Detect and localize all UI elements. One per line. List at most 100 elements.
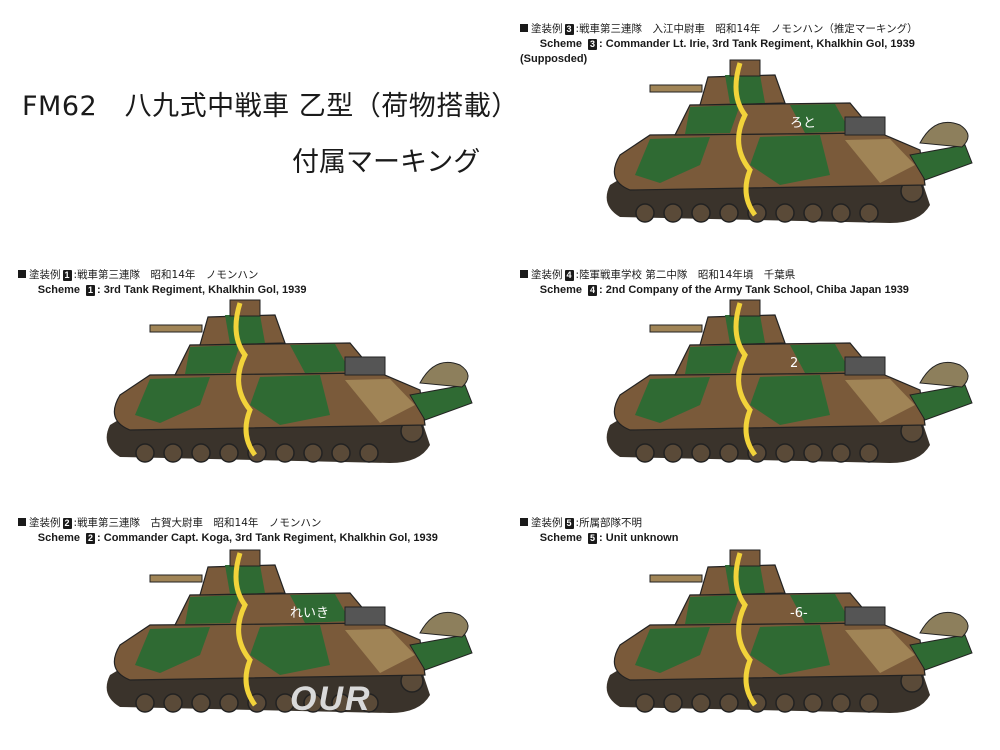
road-wheel bbox=[191, 693, 211, 713]
road-wheel bbox=[163, 443, 183, 463]
road-wheel bbox=[275, 443, 295, 463]
yellow-stripe bbox=[733, 62, 758, 217]
road-wheel bbox=[219, 693, 239, 713]
road-wheel bbox=[859, 693, 879, 713]
main-gun bbox=[649, 574, 703, 583]
engine-grille bbox=[844, 606, 886, 626]
main-gun bbox=[149, 324, 203, 333]
bullet-square-icon bbox=[520, 518, 528, 526]
bullet-square-icon bbox=[18, 518, 26, 526]
camo-patch bbox=[250, 625, 330, 675]
camo-patch bbox=[685, 595, 740, 624]
road-wheel bbox=[331, 443, 351, 463]
road-wheel bbox=[303, 443, 323, 463]
tail-skid bbox=[409, 634, 473, 671]
road-wheel bbox=[275, 693, 295, 713]
road-wheel bbox=[359, 693, 379, 713]
engine-grille bbox=[844, 356, 886, 376]
camo-patch bbox=[750, 625, 830, 675]
road-wheel bbox=[135, 693, 155, 713]
camo-patch bbox=[845, 379, 915, 423]
road-wheel bbox=[831, 443, 851, 463]
road-wheel bbox=[163, 693, 183, 713]
road-wheel bbox=[859, 203, 879, 223]
road-wheel bbox=[719, 203, 739, 223]
tank-illustration-scheme-1 bbox=[106, 299, 473, 463]
road-wheel bbox=[219, 443, 239, 463]
tail-skid bbox=[909, 384, 973, 421]
camo-patch bbox=[345, 629, 415, 673]
camo-patch bbox=[750, 375, 830, 425]
road-wheel bbox=[775, 693, 795, 713]
camo-patch bbox=[685, 345, 740, 374]
page-title: FM62 八九式中戦車 乙型（荷物搭載） bbox=[22, 91, 519, 122]
camo-patch bbox=[725, 75, 765, 104]
camo-patch bbox=[135, 377, 210, 423]
watermark: OUR bbox=[290, 680, 372, 718]
bullet-square-icon bbox=[18, 270, 26, 278]
bullet-square-icon bbox=[520, 270, 528, 278]
engine-grille bbox=[844, 116, 886, 136]
main-gun bbox=[149, 574, 203, 583]
camo-patch bbox=[750, 135, 830, 185]
road-wheel bbox=[331, 693, 351, 713]
road-wheel bbox=[831, 203, 851, 223]
cargo-tarp bbox=[419, 361, 469, 388]
camo-patch bbox=[725, 315, 765, 344]
road-wheel bbox=[303, 693, 323, 713]
road-wheel bbox=[663, 203, 683, 223]
cupola bbox=[229, 549, 261, 567]
road-wheel bbox=[635, 443, 655, 463]
cargo-tarp bbox=[919, 121, 969, 148]
tail-skid bbox=[409, 384, 473, 421]
road-wheel bbox=[831, 693, 851, 713]
cupola bbox=[729, 299, 761, 317]
camo-patch bbox=[635, 377, 710, 423]
camo-patch bbox=[845, 139, 915, 183]
road-wheel bbox=[635, 693, 655, 713]
tank-illustration-scheme-4: 2 bbox=[606, 299, 973, 463]
road-wheel bbox=[691, 443, 711, 463]
camo-patch bbox=[290, 594, 350, 623]
tail-skid bbox=[909, 144, 973, 181]
cupola bbox=[229, 299, 261, 317]
camo-patch bbox=[845, 629, 915, 673]
main-gun bbox=[649, 324, 703, 333]
road-wheel bbox=[135, 443, 155, 463]
camo-patch bbox=[790, 344, 850, 373]
camo-patch bbox=[225, 565, 265, 594]
hull-marking: 2 bbox=[790, 356, 798, 371]
tail-skid bbox=[909, 634, 973, 671]
road-wheel bbox=[859, 443, 879, 463]
yellow-stripe bbox=[233, 302, 258, 457]
tank-illustration-scheme-2: れいき bbox=[106, 549, 473, 713]
road-wheel bbox=[635, 203, 655, 223]
road-wheel bbox=[803, 443, 823, 463]
camo-patch bbox=[290, 344, 350, 373]
engine-grille bbox=[344, 356, 386, 376]
camo-patch bbox=[790, 104, 850, 133]
yellow-stripe bbox=[733, 302, 758, 457]
camo-patch bbox=[250, 375, 330, 425]
bullet-square-icon bbox=[520, 24, 528, 32]
hull-marking: ろと bbox=[790, 116, 816, 131]
road-wheel bbox=[191, 443, 211, 463]
cargo-tarp bbox=[419, 611, 469, 638]
road-wheel bbox=[775, 443, 795, 463]
tank-illustration-scheme-3: ろと bbox=[606, 59, 973, 223]
road-wheel bbox=[803, 693, 823, 713]
road-wheel bbox=[691, 693, 711, 713]
main-gun bbox=[649, 84, 703, 93]
road-wheel bbox=[663, 443, 683, 463]
cargo-tarp bbox=[919, 361, 969, 388]
road-wheel bbox=[719, 693, 739, 713]
cupola bbox=[729, 59, 761, 77]
engine-grille bbox=[344, 606, 386, 626]
hull-marking: れいき bbox=[290, 606, 329, 621]
road-wheel bbox=[663, 693, 683, 713]
